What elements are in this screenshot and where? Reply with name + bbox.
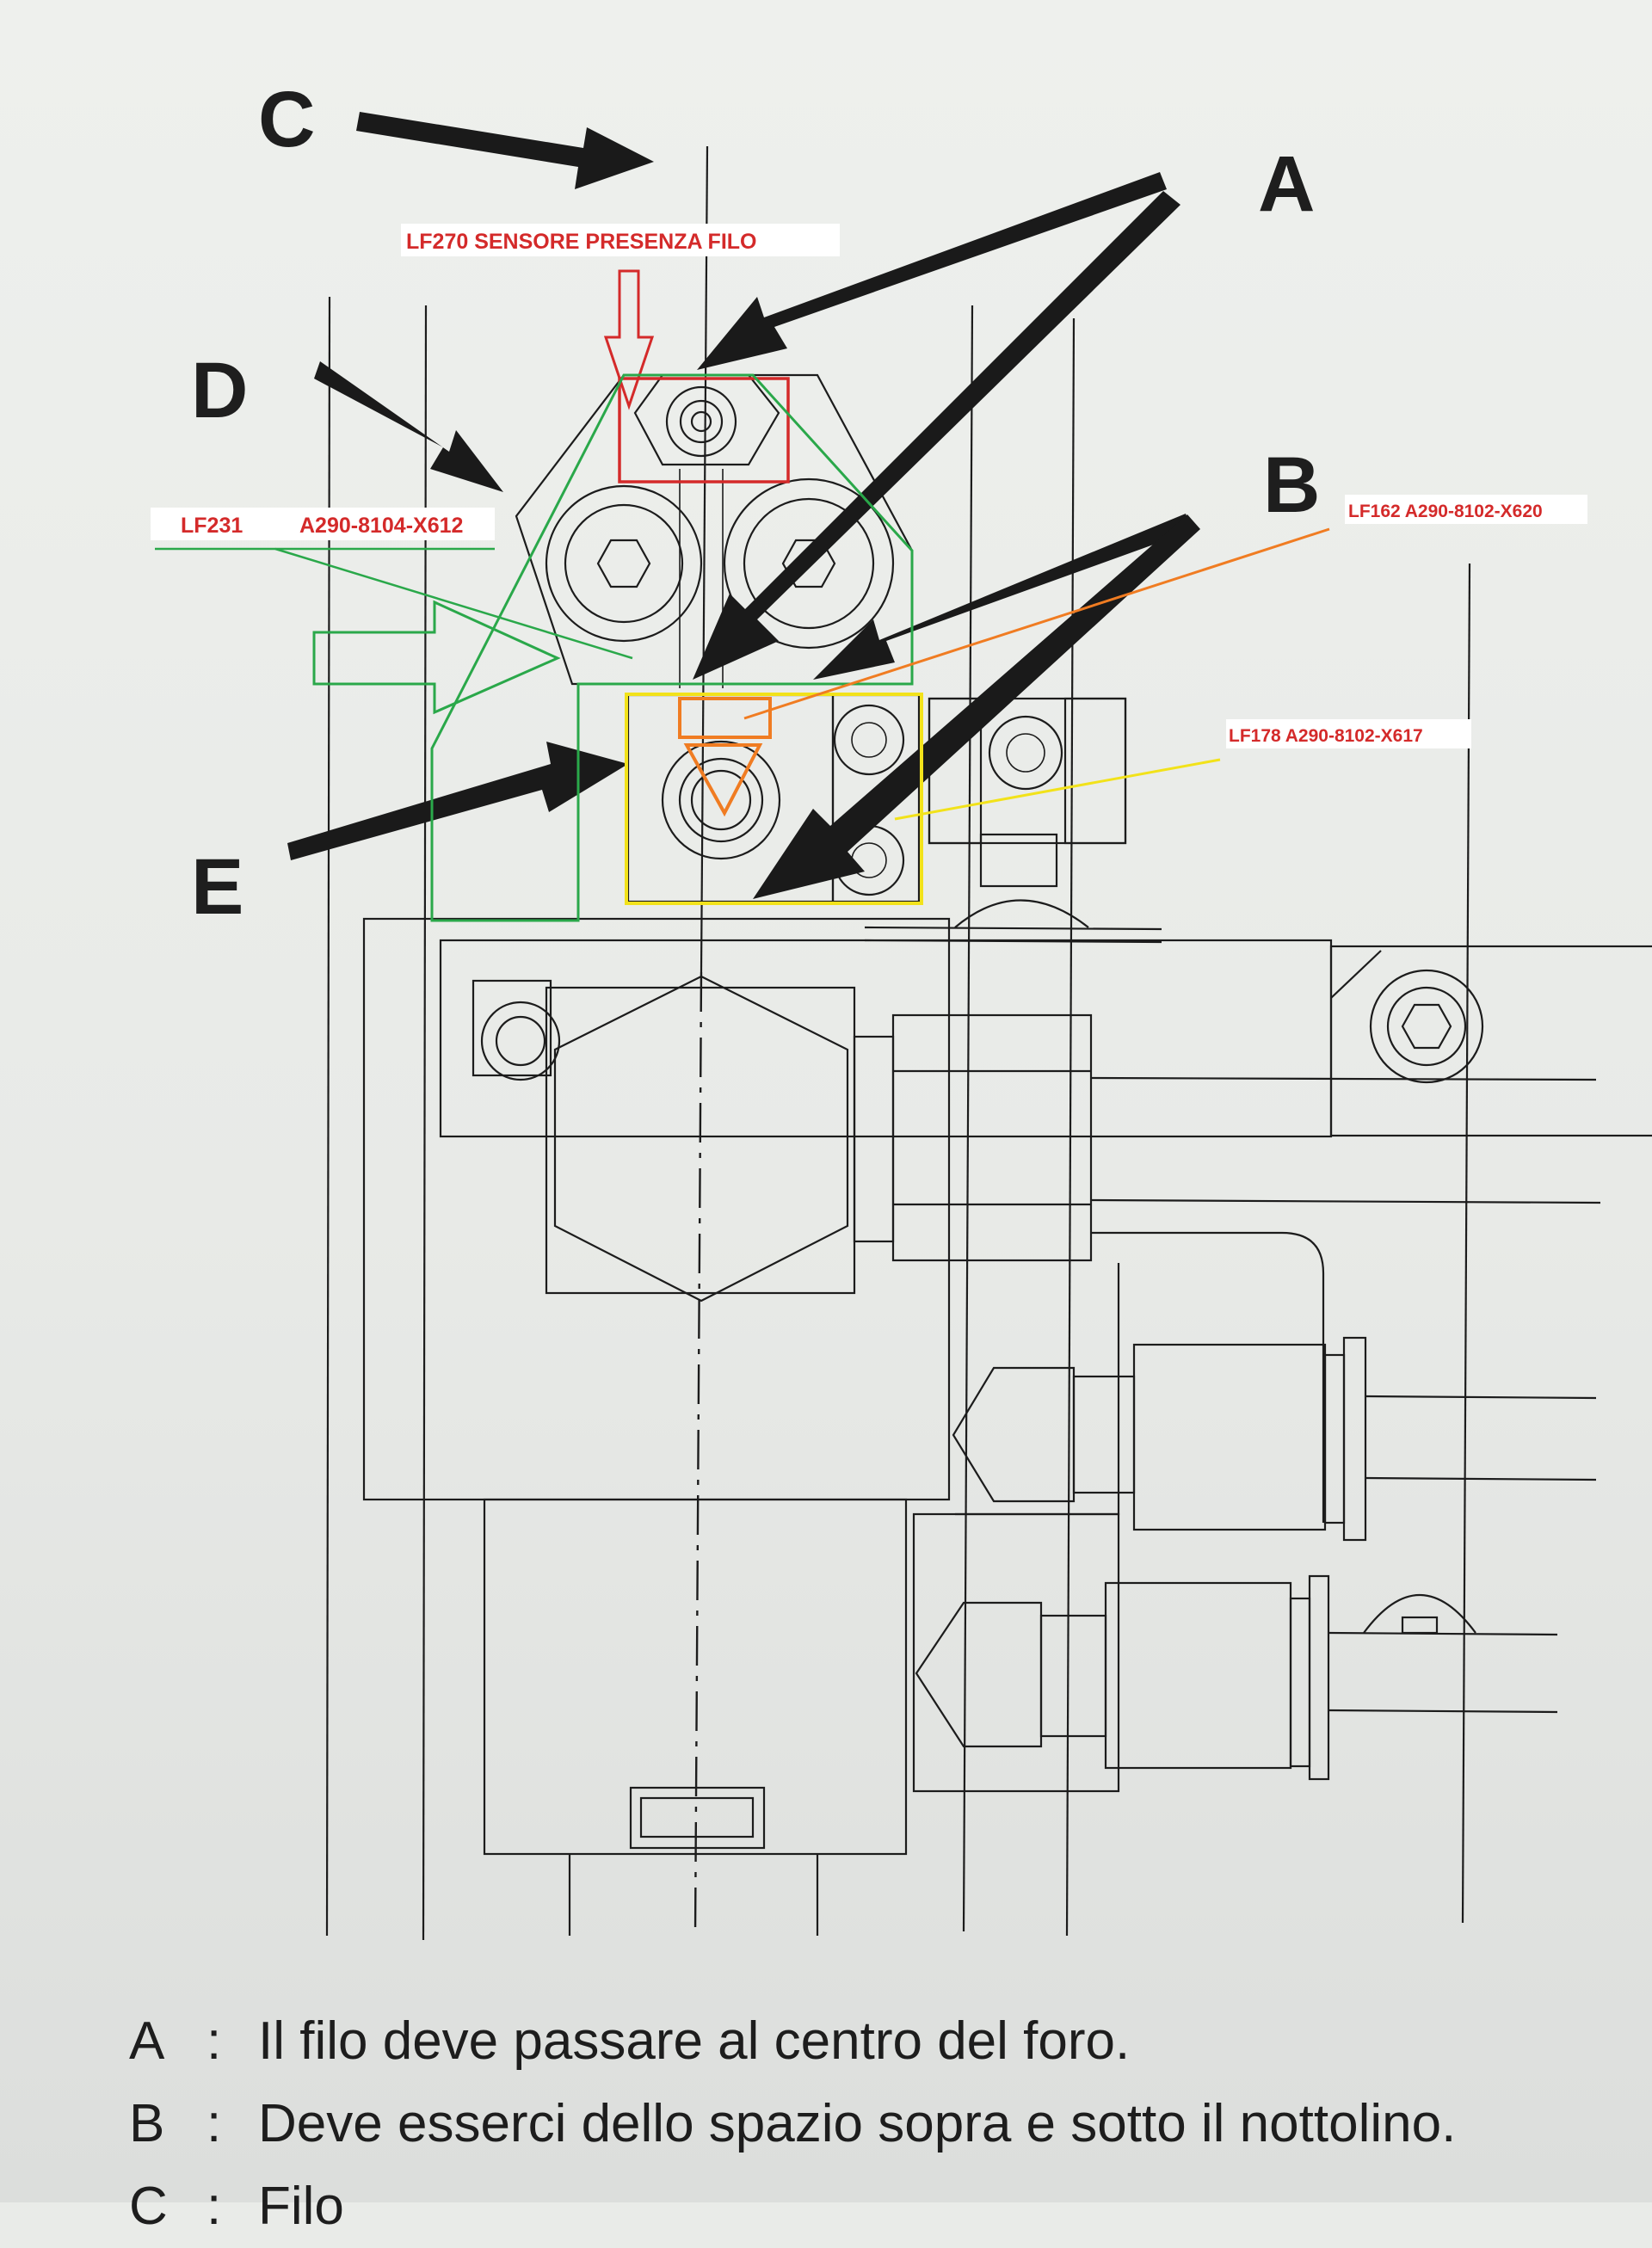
arrow-b-lower [753, 514, 1200, 899]
arrow-a-top [697, 172, 1167, 370]
legend-row-c: C : Filo [129, 2165, 1643, 2248]
callout-c: C [258, 76, 315, 163]
callout-e: E [191, 843, 243, 931]
frame-lines [325, 296, 1471, 1941]
legend-key: C [129, 2177, 168, 2236]
lf270-label: LF270 SENSORE PRESENZA FILO [406, 230, 756, 254]
lf270-annotation: LF270 SENSORE PRESENZA FILO [401, 224, 840, 483]
callout-a: A [1258, 140, 1315, 228]
lf162-annotation: LF162 A290-8102-X620 [678, 495, 1587, 817]
arrow-d [314, 361, 503, 492]
wire-line [700, 145, 709, 973]
legend-key: A [129, 2011, 165, 2071]
pawl-triangle [683, 743, 763, 817]
legend-row-b: B : Deve esserci dello spazio sopra e so… [129, 2083, 1643, 2165]
arrow-a-lower [693, 191, 1180, 680]
legend-text: Filo [258, 2177, 344, 2236]
technical-drawing: C A D B E LF270 SENSORE PRESENZA FILO LF… [151, 76, 1652, 1941]
arrow-b-top [813, 514, 1192, 680]
lf231-annotation: LF231 A290-8104-X612 [151, 373, 914, 922]
lf231-part: A290-8104-X612 [299, 514, 463, 538]
callout-d: D [191, 347, 248, 434]
legend-separator: : [206, 2177, 222, 2236]
lf162-label: LF162 A290-8102-X620 [1348, 502, 1543, 521]
lf178-label: LF178 A290-8102-X617 [1229, 726, 1423, 746]
legend-text: Deve esserci dello spazio sopra e sotto … [258, 2094, 1457, 2153]
black-arrows [287, 112, 1200, 899]
arrow-c [356, 112, 654, 189]
legend-separator: : [206, 2011, 222, 2071]
guide-block-highlight [430, 373, 914, 922]
lf231-code: LF231 [181, 514, 243, 538]
main-body [362, 917, 1652, 1523]
callout-letters: C A D B E [191, 76, 1320, 931]
legend-key: B [129, 2094, 165, 2153]
lower-assemblies [483, 1263, 1597, 1936]
sensor-highlight-box [618, 377, 790, 483]
legend-separator: : [206, 2094, 222, 2153]
pawl-highlight-box [625, 693, 923, 905]
pawl-top-box [678, 697, 772, 739]
callout-b: B [1263, 441, 1320, 529]
lf178-annotation: LF178 A290-8102-X617 [625, 693, 1471, 905]
legend-text: Il filo deve passare al centro del foro. [258, 2011, 1131, 2071]
legend-row-a: A : Il filo deve passare al centro del f… [129, 2000, 1643, 2083]
paper-background [0, 0, 1652, 2202]
center-axis [693, 971, 703, 1937]
arrow-e [287, 742, 628, 860]
legend: A : Il filo deve passare al centro del f… [129, 2000, 1643, 2248]
